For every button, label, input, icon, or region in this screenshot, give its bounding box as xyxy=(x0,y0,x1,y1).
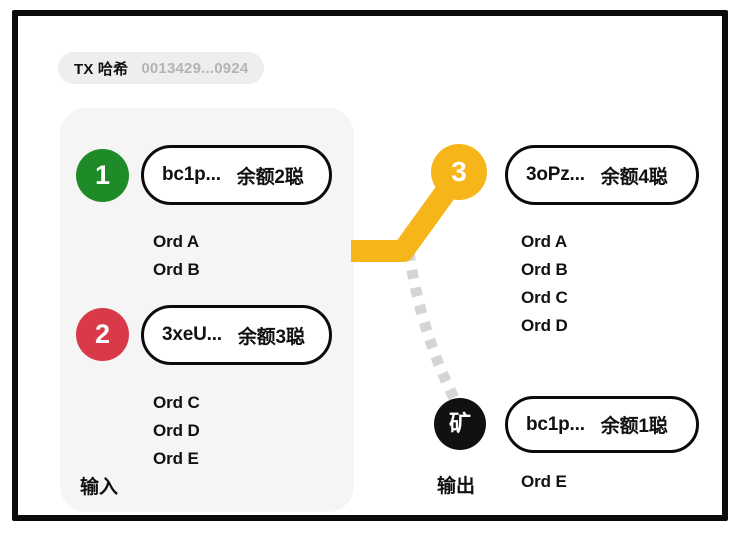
input-balance-1: 余额2聪 xyxy=(236,166,304,188)
output-utxo-capsule-3[interactable]: 3oPz... 余额4聪 xyxy=(505,145,699,205)
output-balance-3: 余额4聪 xyxy=(600,166,668,188)
output-ord-list-3: Ord A Ord B Ord C Ord D xyxy=(521,228,568,340)
input-address-2: 3xeU... xyxy=(162,324,222,345)
output-miner-label: 矿 xyxy=(448,411,471,436)
tx-hash-label: TX 哈希 xyxy=(74,60,129,78)
tx-hash-value: 0013429...0924 xyxy=(141,59,249,77)
list-item: Ord C xyxy=(153,393,200,412)
input-balance-2: 余额3聪 xyxy=(237,326,305,348)
output-balance-miner: 余额1聪 xyxy=(600,416,668,437)
diagram-card: TX 哈希 0013429...0924 1 bc1p... 余额2聪 Ord … xyxy=(12,10,728,521)
input-ord-list-2: Ord C Ord D Ord E xyxy=(153,389,200,473)
input-address-1: bc1p... xyxy=(162,164,221,185)
output-address-3: 3oPz... xyxy=(526,164,585,185)
list-item: Ord E xyxy=(153,449,199,468)
outputs-caption: 输出 xyxy=(437,476,476,497)
output-index-badge-3[interactable]: 3 xyxy=(431,144,487,200)
list-item: Ord D xyxy=(153,421,200,440)
list-item: Ord B xyxy=(521,260,568,279)
output-utxo-capsule-miner[interactable]: bc1p... 余额1聪 xyxy=(505,396,699,453)
list-item: Ord E xyxy=(521,472,567,491)
list-item: Ord C xyxy=(521,288,568,307)
list-item: Ord B xyxy=(153,260,200,279)
input-utxo-capsule-2[interactable]: 3xeU... 余额3聪 xyxy=(141,305,332,365)
output-index-label-3: 3 xyxy=(451,156,467,187)
input-ord-list-1: Ord A Ord B xyxy=(153,228,200,284)
output-ord-list-miner: Ord E xyxy=(521,468,567,496)
fee-flow-connector xyxy=(403,251,459,401)
input-index-badge-1[interactable]: 1 xyxy=(76,149,129,202)
inputs-caption: 输入 xyxy=(80,477,119,498)
list-item: Ord D xyxy=(521,316,568,335)
input-index-label-1: 1 xyxy=(94,160,111,190)
input-index-badge-2[interactable]: 2 xyxy=(76,308,129,361)
list-item: Ord A xyxy=(521,232,568,251)
output-miner-badge[interactable]: 矿 xyxy=(434,398,486,450)
output-address-miner: bc1p... xyxy=(526,413,585,435)
list-item: Ord A xyxy=(153,232,200,251)
tx-hash-pill[interactable]: TX 哈希 0013429...0924 xyxy=(58,52,265,84)
input-utxo-capsule-1[interactable]: bc1p... 余额2聪 xyxy=(141,145,332,205)
input-index-label-2: 2 xyxy=(94,319,111,349)
